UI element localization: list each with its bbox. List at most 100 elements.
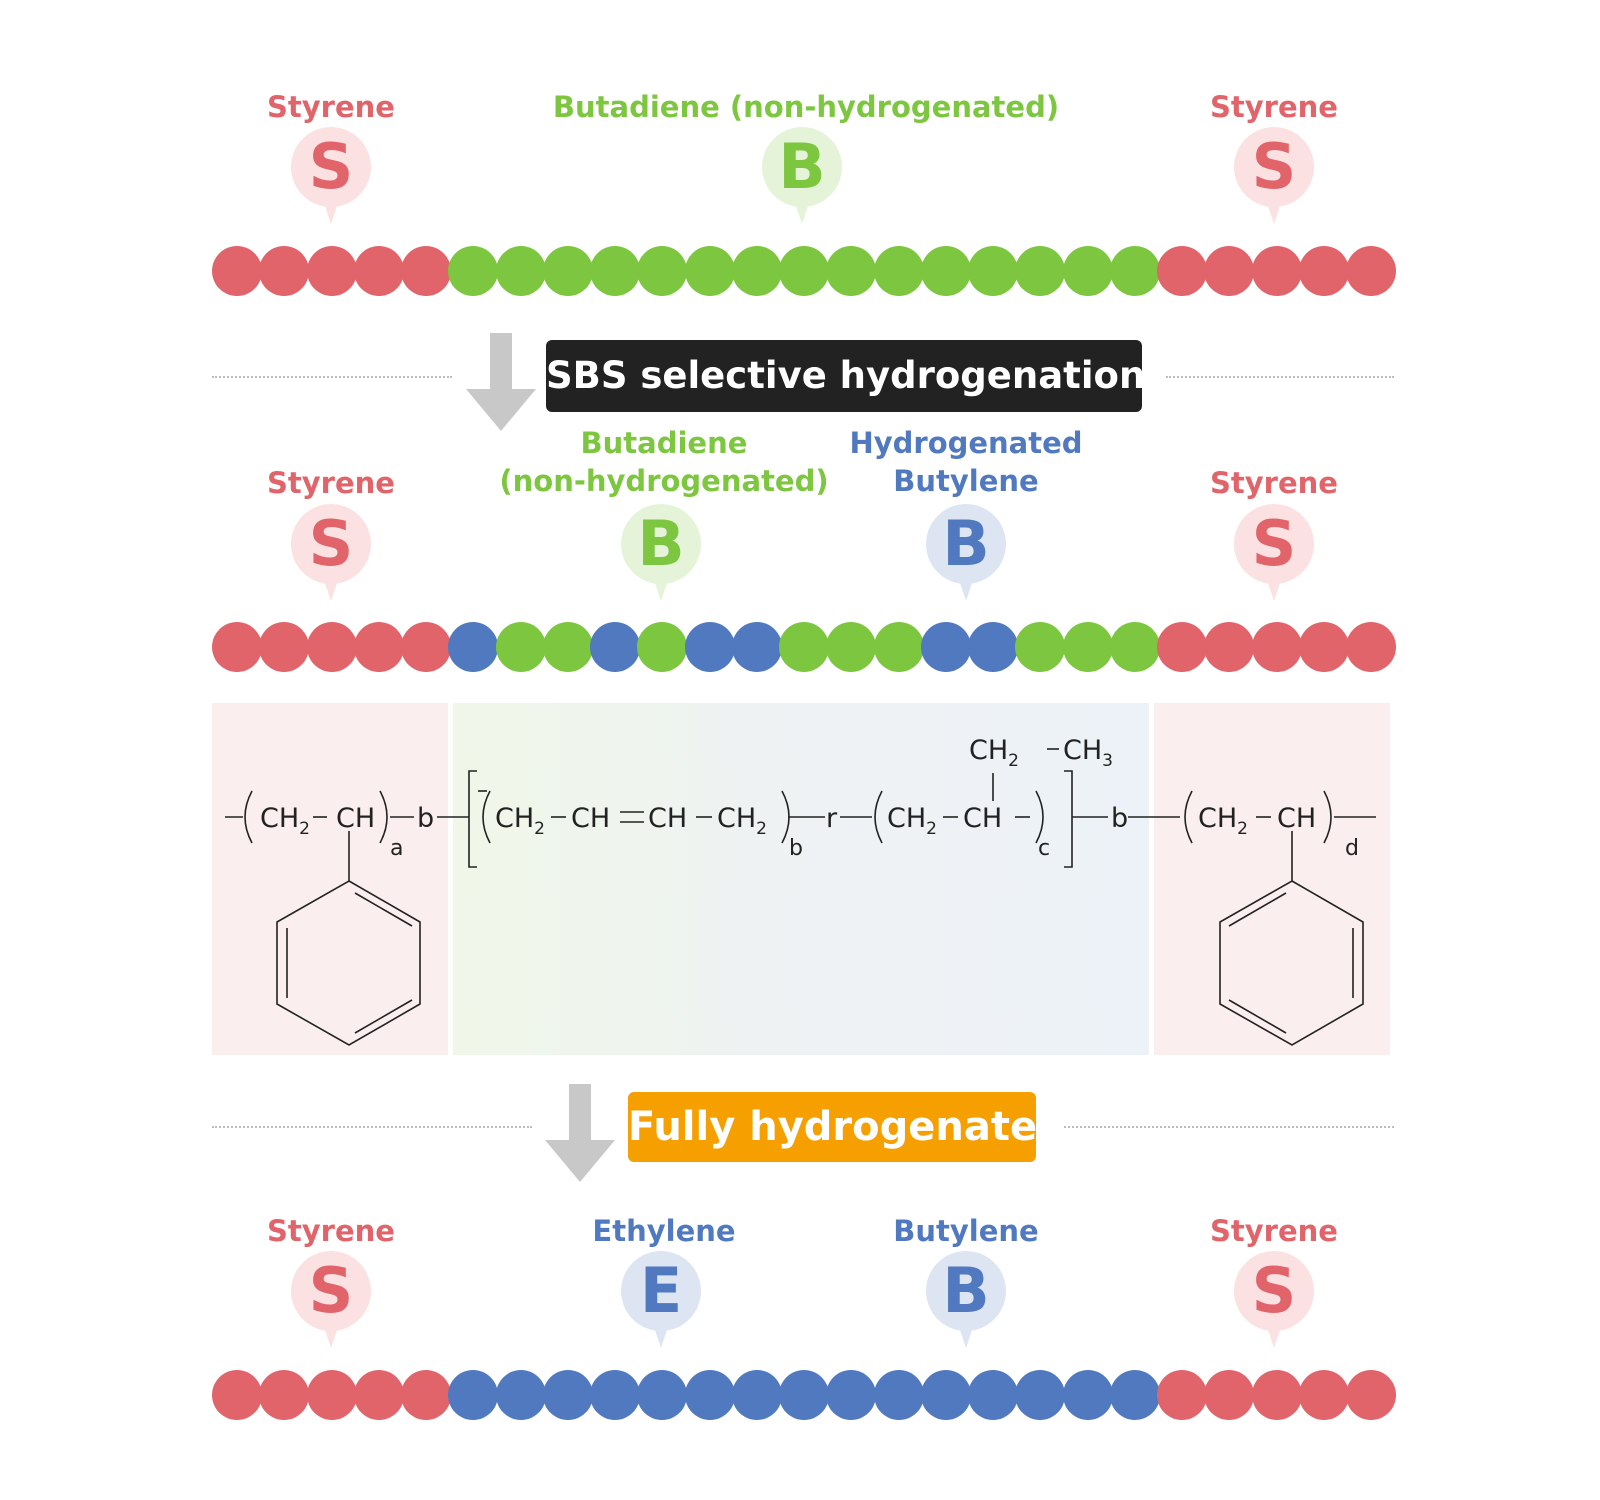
butadiene-label: Butadiene (non-hydrogenated) (552, 90, 1060, 124)
selective-polymer-chain (212, 622, 1396, 672)
styrene-label-left: Styrene (267, 90, 395, 124)
formula-ch2-5: CH2 (1198, 803, 1248, 839)
styrene-panel-left (212, 703, 448, 1055)
hydrogenated-bead (779, 1370, 829, 1420)
styrene-bead (212, 622, 262, 672)
styrene-bead (1204, 1370, 1255, 1420)
divider-right-1 (1166, 376, 1394, 378)
butadiene-bead (826, 246, 877, 296)
butadiene-label-2: Butadiene (non-hydrogenated) (499, 424, 828, 500)
butadiene-bead (590, 246, 640, 296)
styrene-bead (1204, 246, 1255, 296)
divider-left-2 (212, 1126, 532, 1128)
butadiene-bead (1062, 246, 1113, 296)
styrene-bead (259, 246, 310, 296)
butadiene-bead (448, 246, 499, 296)
hydrogenated-bead (590, 622, 640, 672)
styrene-label-right: Styrene (1210, 90, 1338, 124)
butadiene-bead (873, 622, 924, 672)
styrene-bead (259, 622, 310, 672)
butylene-label-3: Butylene (893, 1214, 1039, 1248)
formula-ch-2: CH (571, 803, 610, 834)
styrene-bead (1157, 1370, 1207, 1420)
hydrogenated-bead (684, 622, 735, 672)
styrene-bead (353, 622, 404, 672)
down-arrow-icon (545, 1084, 615, 1182)
formula-index-d: d (1345, 836, 1359, 861)
butylene-marker-2: B (926, 504, 1006, 601)
styrene-bead (401, 246, 451, 296)
formula-ch3-side: CH3 (1063, 735, 1113, 771)
styrene-label-left-2: Styrene (267, 466, 395, 500)
formula-ch2-side: CH2 (969, 735, 1019, 771)
styrene-panel-right (1154, 703, 1390, 1055)
hydrogenated-bead (731, 1370, 782, 1420)
formula-ch2-1: CH2 (260, 803, 310, 839)
styrene-bead (1251, 1370, 1302, 1420)
hydrogenated-bead (873, 1370, 924, 1420)
formula-ch2-2: CH2 (495, 803, 545, 839)
formula-block-b-1: b (417, 803, 434, 834)
styrene-bead (353, 1370, 404, 1420)
styrene-marker-left-2: S (291, 504, 371, 601)
styrene-bead (1346, 622, 1396, 672)
butadiene-bead (779, 246, 829, 296)
styrene-marker-right: S (1234, 127, 1314, 224)
divider-left-1 (212, 376, 452, 378)
butadiene-bead (873, 246, 924, 296)
fully-hydrogenated-banner: Fully hydrogenated (628, 1092, 1066, 1162)
butadiene-bead (542, 246, 593, 296)
formula-random-r: r (826, 803, 838, 834)
hydrogenated-bead (448, 1370, 499, 1420)
styrene-bead (1157, 622, 1207, 672)
styrene-bead (1298, 246, 1349, 296)
styrene-bead (1251, 622, 1302, 672)
styrene-marker-right-3: S (1234, 1251, 1314, 1348)
hydrogenated-bead (826, 1370, 877, 1420)
formula-ch-1: CH (336, 803, 375, 834)
sbs-polymer-chain (212, 246, 1396, 296)
formula-index-c: c (1038, 836, 1050, 861)
butadiene-bead (968, 246, 1018, 296)
butadiene-bead (1109, 622, 1160, 672)
butadiene-bead (1109, 246, 1160, 296)
formula-ch-5: CH (1277, 803, 1316, 834)
butadiene-butylene-panel (453, 703, 1149, 1055)
styrene-marker-left: S (291, 127, 371, 224)
hydrogenated-bead (731, 622, 782, 672)
hydrogenated-bead (920, 1370, 971, 1420)
butadiene-marker-2: B (621, 504, 701, 601)
fully-hydrogenated-polymer-chain (212, 1370, 1396, 1420)
down-arrow-icon (466, 333, 536, 431)
butadiene-bead (684, 246, 735, 296)
butylene-label-line2: Butylene (893, 464, 1039, 498)
styrene-label-left-3: Styrene (267, 1214, 395, 1248)
styrene-bead (1298, 622, 1349, 672)
styrene-bead (1204, 622, 1255, 672)
butadiene-bead (1015, 246, 1066, 296)
styrene-bead (212, 246, 262, 296)
butylene-marker-3: B (926, 1251, 1006, 1348)
butadiene-bead (1062, 622, 1113, 672)
selective-hydrogenation-banner: SBS selective hydrogenation (546, 340, 1145, 412)
styrene-marker-right-2: S (1234, 504, 1314, 601)
formula-index-a: a (390, 836, 403, 861)
hydrogenated-bead (542, 1370, 593, 1420)
hydrogenated-bead (495, 1370, 546, 1420)
hydrogenated-bead (590, 1370, 640, 1420)
styrene-bead (1157, 246, 1207, 296)
butadiene-bead (920, 246, 971, 296)
hydrogenated-bead (968, 1370, 1018, 1420)
hydrogenated-bead (1015, 1370, 1066, 1420)
ethylene-label: Ethylene (592, 1214, 736, 1248)
butadiene-bead (495, 622, 546, 672)
formula-block-b-2: b (1111, 803, 1128, 834)
hydrogenated-bead (920, 622, 971, 672)
butadiene-label-line1: Butadiene (580, 426, 748, 460)
hydrogenated-bead (448, 622, 499, 672)
styrene-bead (353, 246, 404, 296)
divider-right-2 (1060, 1126, 1394, 1128)
formula-ch2-4: CH2 (887, 803, 937, 839)
structural-formula: CH2 CH a b CH2 CH CH CH2 b r CH2 CH c CH… (225, 735, 1376, 1046)
butadiene-bead (1015, 622, 1066, 672)
